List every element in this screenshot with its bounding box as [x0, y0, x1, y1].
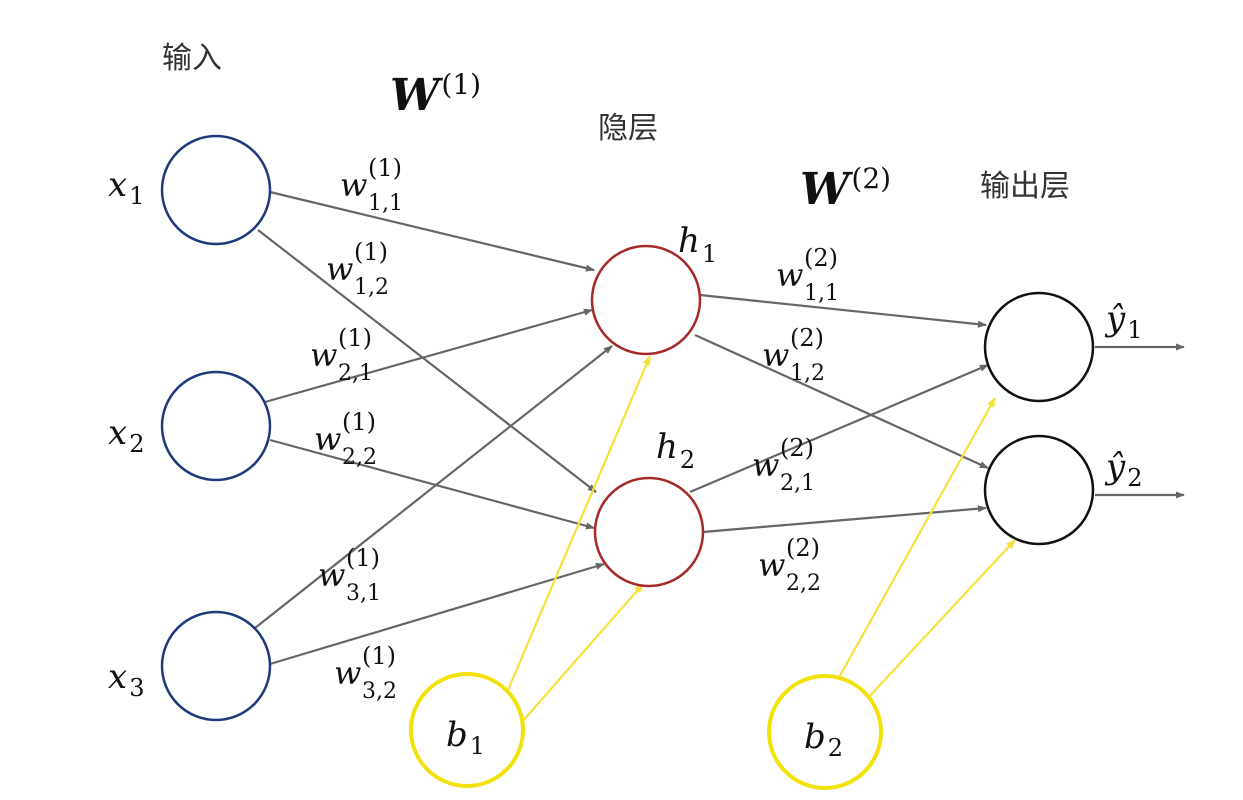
- weight-label-w1-11: w (1) 1,1: [340, 154, 403, 216]
- weight-label-w2-22: w (2) 2,2: [758, 534, 821, 596]
- weight-matrix-1-label: W(1): [390, 68, 481, 121]
- svg-text:3,1: 3,1: [346, 581, 381, 606]
- svg-text:(1): (1): [346, 544, 380, 572]
- svg-text:1,1: 1,1: [368, 191, 403, 216]
- svg-text:2,1: 2,1: [338, 361, 373, 386]
- svg-text:w: w: [326, 250, 353, 288]
- svg-text:W(1): W(1): [390, 68, 481, 121]
- svg-text:1,2: 1,2: [790, 361, 825, 386]
- weight-matrix-2-label: W(2): [800, 162, 891, 215]
- svg-text:(1): (1): [342, 408, 376, 436]
- output-node-y1: [983, 291, 1095, 403]
- svg-text:w: w: [340, 166, 367, 204]
- svg-text:(1): (1): [368, 154, 402, 182]
- weight-label-w1-21: w (1) 2,1: [310, 324, 373, 386]
- label-y2-hat: ŷ2: [1104, 447, 1143, 492]
- weight-label-w2-12: w (2) 1,2: [762, 324, 825, 386]
- edge-x3-h1: [254, 345, 613, 629]
- edge-h2-y1: [689, 363, 989, 494]
- weight-label-w1-22: w (1) 2,2: [314, 408, 377, 470]
- edge-h1-y1: [699, 293, 987, 328]
- svg-text:w: w: [752, 446, 779, 484]
- svg-text:w: w: [758, 546, 785, 584]
- label-b2: b2: [804, 717, 843, 762]
- svg-text:w: w: [776, 256, 803, 294]
- edge-b1-h1: [506, 355, 652, 691]
- label-x2: x2: [108, 413, 144, 458]
- svg-text:2,2: 2,2: [342, 445, 377, 470]
- bias-node-b1: [409, 672, 525, 788]
- svg-text:(2): (2): [804, 244, 838, 272]
- svg-text:2,1: 2,1: [780, 471, 815, 496]
- input-node-x2: [160, 370, 272, 482]
- edge-x3-h2: [269, 562, 605, 666]
- svg-text:3,2: 3,2: [362, 679, 397, 704]
- edge-x2-h2: [269, 438, 595, 530]
- edge-x1-h2: [257, 229, 597, 493]
- edge-h2-y2: [702, 505, 987, 534]
- label-x3: x3: [108, 657, 144, 702]
- svg-text:W(2): W(2): [800, 162, 891, 215]
- svg-text:(2): (2): [790, 324, 824, 352]
- hidden-node-h2: [593, 476, 705, 588]
- label-h2: h2: [656, 427, 695, 474]
- hidden-layer-heading: 隐层: [598, 111, 658, 146]
- svg-text:w: w: [334, 654, 361, 692]
- hidden-node-h1: [590, 244, 702, 356]
- svg-text:w: w: [318, 556, 345, 594]
- input-node-x3: [160, 610, 272, 722]
- input-layer-heading: 输入: [162, 41, 222, 76]
- edge-x2-h1: [264, 308, 593, 404]
- svg-text:(1): (1): [354, 238, 388, 266]
- weight-label-w1-31: w (1) 3,1: [318, 544, 381, 606]
- edge-h1-y2: [694, 333, 989, 470]
- svg-text:(1): (1): [362, 642, 396, 670]
- weight-label-w2-11: w (2) 1,1: [776, 244, 839, 306]
- svg-text:w: w: [310, 336, 337, 374]
- label-b1: b1: [446, 715, 485, 760]
- label-h1: h1: [678, 221, 717, 268]
- svg-text:(2): (2): [786, 534, 820, 562]
- edge-x1-h1: [269, 190, 595, 272]
- weight-label-w2-21: w (2) 2,1: [752, 434, 815, 496]
- edge-b2-y1: [831, 397, 996, 691]
- svg-text:1,1: 1,1: [804, 281, 839, 306]
- label-x1: x1: [108, 165, 144, 210]
- svg-text:2,2: 2,2: [786, 571, 821, 596]
- svg-text:w: w: [314, 420, 341, 458]
- bias-node-b2: [767, 674, 883, 790]
- edge-b1-h2: [521, 583, 644, 723]
- output-layer-heading: 输出层: [980, 169, 1070, 204]
- weight-label-w1-32: w (1) 3,2: [334, 642, 397, 704]
- svg-text:1,2: 1,2: [354, 275, 389, 300]
- edge-b2-y2: [865, 539, 1016, 701]
- label-y1-hat: ŷ1: [1104, 299, 1143, 344]
- svg-text:(1): (1): [338, 324, 372, 352]
- svg-text:w: w: [762, 336, 789, 374]
- output-node-y2: [983, 434, 1095, 546]
- weight-label-w1-12: w (1) 1,2: [326, 238, 389, 300]
- svg-text:(2): (2): [780, 434, 814, 462]
- input-node-x1: [160, 134, 272, 246]
